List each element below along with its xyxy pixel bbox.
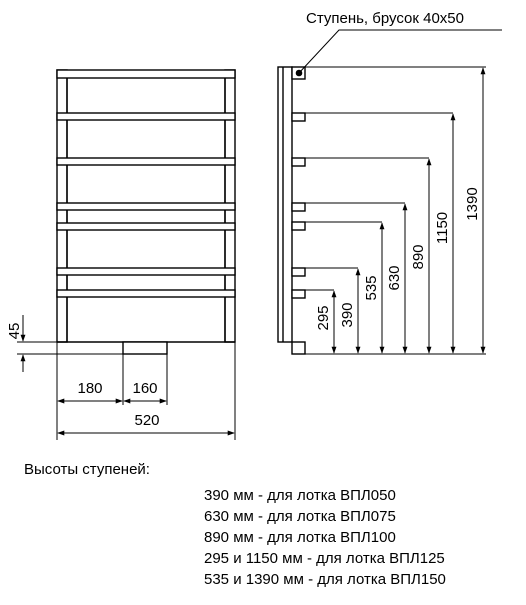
front-rung: [56, 222, 236, 231]
front-rung: [56, 267, 236, 276]
legend-item: 535 и 1390 мм - для лотка ВПЛ150: [204, 571, 446, 588]
dim-label-1150: 1150: [434, 212, 451, 244]
dim-label-535: 535: [363, 275, 380, 300]
side-dimensions: [305, 66, 486, 355]
dim-label-180: 180: [77, 380, 102, 397]
front-rung: [56, 157, 236, 166]
dim-label-390: 390: [339, 302, 356, 327]
side-view: [277, 66, 306, 355]
front-view: [56, 69, 236, 355]
side-step: [291, 289, 306, 299]
side-step: [291, 202, 306, 212]
front-rung: [56, 112, 236, 121]
callout-leader: [298, 29, 502, 74]
side-step: [291, 221, 306, 231]
legend-title: Высоты ступеней:: [24, 461, 150, 478]
side-step: [291, 157, 306, 167]
legend-list: 390 мм - для лотка ВПЛ050 630 мм - для л…: [204, 485, 446, 590]
side-step: [291, 267, 306, 277]
front-rung: [56, 202, 236, 211]
legend-item: 390 мм - для лотка ВПЛ050: [204, 487, 396, 504]
dim-label-630: 630: [386, 265, 403, 290]
legend-item: 890 мм - для лотка ВПЛ100: [204, 529, 396, 546]
dim-label-1390: 1390: [464, 187, 481, 220]
callout-label: Ступень, брусок 40х50: [306, 10, 464, 27]
dim-label-295: 295: [315, 305, 332, 330]
legend-item: 630 мм - для лотка ВПЛ075: [204, 508, 396, 525]
side-step: [291, 112, 306, 122]
front-base-block: [122, 341, 168, 355]
dim-label-890: 890: [410, 244, 427, 269]
dim-label-520: 520: [134, 412, 159, 429]
dim-label-45: 45: [6, 323, 23, 340]
dim-label-160: 160: [132, 380, 157, 397]
side-post: [277, 66, 293, 343]
side-base: [291, 341, 306, 355]
front-dimensions: [17, 315, 236, 440]
front-rung: [56, 289, 236, 298]
legend-item: 295 и 1150 мм - для лотка ВПЛ125: [204, 550, 445, 567]
front-top-rung: [56, 69, 236, 79]
